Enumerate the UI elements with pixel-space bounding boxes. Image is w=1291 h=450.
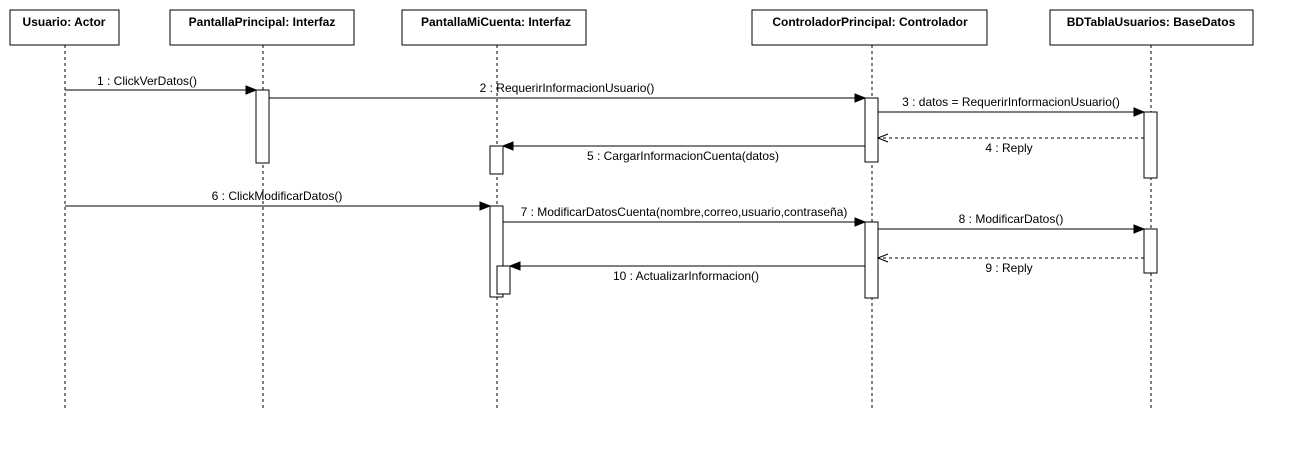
- message-1: 1 : ClickVerDatos(): [65, 74, 258, 95]
- message-2-label: 2 : RequerirInformacionUsuario(): [480, 81, 655, 95]
- message-10: 10 : ActualizarInformacion(): [508, 261, 865, 283]
- message-1-label: 1 : ClickVerDatos(): [97, 74, 197, 88]
- message-6-label: 6 : ClickModificarDatos(): [212, 189, 343, 203]
- participant-usuario-label: Usuario: Actor: [23, 15, 106, 29]
- message-5: 5 : CargarInformacionCuenta(datos): [501, 141, 865, 163]
- activation-bar: [255, 89, 270, 164]
- activation-bar: [1143, 228, 1158, 274]
- message-5-label: 5 : CargarInformacionCuenta(datos): [587, 149, 779, 163]
- participant-pantalla-principal: PantallaPrincipal: Interfaz: [169, 9, 357, 48]
- message-8: 8 : ModificarDatos(): [878, 212, 1146, 234]
- participant-bd-tabla-usuarios: BDTablaUsuarios: BaseDatos: [1049, 9, 1256, 48]
- participant-controlador-principal-label: ControladorPrincipal: Controlador: [772, 15, 968, 29]
- message-2: 2 : RequerirInformacionUsuario(): [269, 81, 867, 103]
- activation-bar: [496, 265, 511, 295]
- message-8-label: 8 : ModificarDatos(): [959, 212, 1064, 226]
- activation-bar: [489, 145, 504, 175]
- activation-bar: [864, 221, 879, 299]
- message-4-label: 4 : Reply: [985, 141, 1032, 155]
- participant-controlador-principal: ControladorPrincipal: Controlador: [751, 9, 990, 48]
- participant-bd-tabla-usuarios-label: BDTablaUsuarios: BaseDatos: [1067, 15, 1236, 29]
- message-3: 3 : datos = RequerirInformacionUsuario(): [878, 95, 1146, 117]
- message-4: 4 : Reply: [876, 133, 1144, 155]
- message-7: 7 : ModificarDatosCuenta(nombre,correo,u…: [503, 205, 867, 227]
- activation-bar: [1143, 111, 1158, 179]
- message-9-label: 9 : Reply: [985, 261, 1032, 275]
- message-3-label: 3 : datos = RequerirInformacionUsuario(): [902, 95, 1120, 109]
- participant-pantalla-mi-cuenta-label: PantallaMiCuenta: Interfaz: [421, 15, 571, 29]
- participant-usuario: Usuario: Actor: [9, 9, 122, 48]
- message-7-label: 7 : ModificarDatosCuenta(nombre,correo,u…: [521, 205, 848, 219]
- message-9: 9 : Reply: [876, 253, 1144, 275]
- message-10-label: 10 : ActualizarInformacion(): [613, 269, 759, 283]
- participant-pantalla-principal-label: PantallaPrincipal: Interfaz: [189, 15, 336, 29]
- activation-bar: [864, 97, 879, 163]
- message-6: 6 : ClickModificarDatos(): [65, 189, 492, 211]
- participant-pantalla-mi-cuenta: PantallaMiCuenta: Interfaz: [401, 9, 589, 48]
